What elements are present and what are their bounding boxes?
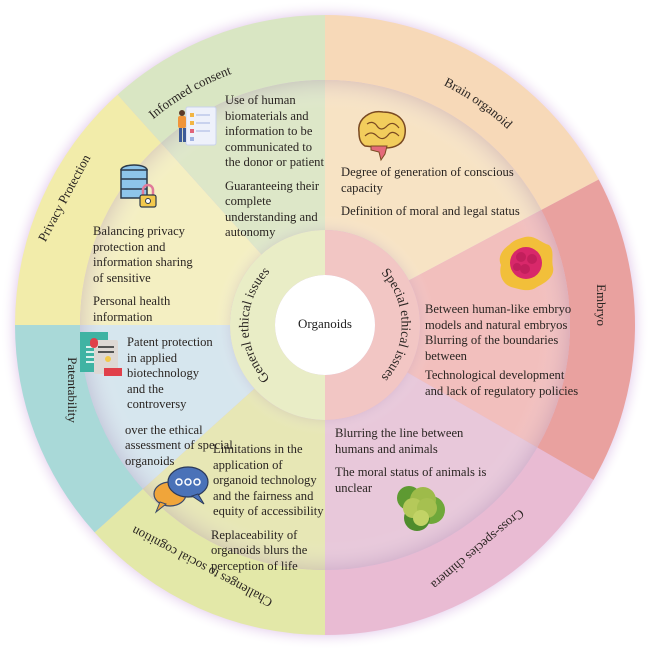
challenges-point-1: Limitations in the application of organo… xyxy=(213,442,324,518)
informed-consent-point-2: Guaranteeing their complete understandin… xyxy=(225,178,320,240)
label-patentability: Patentability xyxy=(65,357,80,423)
database-lock-icon xyxy=(120,164,157,208)
embryo-cell-icon xyxy=(499,236,554,291)
chat-bubbles-icon xyxy=(153,466,209,514)
brain-icon xyxy=(358,110,406,162)
cross-species-chimera-point-2: The moral status of animals is unclear xyxy=(335,465,487,495)
informed-consent-point-1: Use of human biomaterials and informatio… xyxy=(225,93,324,169)
patentability-text: Patent protection in applied biotechnolo… xyxy=(125,335,233,477)
challenges-point-2: Replaceability of organoids blurs the pe… xyxy=(211,527,308,573)
privacy-protection-text: Balancing privacy protection and informa… xyxy=(93,224,205,333)
segment-band-brain-organoid xyxy=(325,15,599,210)
privacy-protection-point-1: Balancing privacy protection and informa… xyxy=(93,224,193,285)
person-checklist-icon xyxy=(178,106,217,146)
embryo-point-1: Between human-like embryo models and nat… xyxy=(425,302,572,363)
challenges-text: Limitations in the application of organo… xyxy=(211,442,325,582)
inner-ring-special xyxy=(325,230,420,420)
segment-band-challenges-social-cognition xyxy=(94,488,325,635)
privacy-protection-point-2: Personal health information xyxy=(93,294,171,324)
segment-band-cross-species-chimera xyxy=(325,447,594,635)
cell-cluster-icon xyxy=(397,486,445,531)
inner-ring-general xyxy=(230,230,325,420)
cross-species-chimera-point-1: Blurring the line between humans and ani… xyxy=(335,426,464,456)
segment-band-embryo xyxy=(537,179,635,481)
segment-band-patentability xyxy=(15,325,143,533)
center-label: Organoids xyxy=(298,316,352,331)
patentability-point-1: Patent protection in applied biotechnolo… xyxy=(127,335,213,411)
embryo-text: Between human-like embryo models and nat… xyxy=(425,302,585,407)
segment-band-informed-consent xyxy=(117,15,325,143)
label-embryo: Embryo xyxy=(594,284,609,326)
cross-species-chimera-text: Blurring the line between humans and ani… xyxy=(335,426,500,504)
brain-organoid-point-1: Degree of generation of conscious capaci… xyxy=(341,165,514,195)
brain-organoid-point-2: Definition of moral and legal status xyxy=(341,204,520,218)
center-circle xyxy=(275,275,375,375)
brain-organoid-text: Degree of generation of conscious capaci… xyxy=(341,165,521,228)
embryo-point-2: Technological development and lack of re… xyxy=(425,368,579,398)
segment-band-privacy-protection xyxy=(15,94,162,325)
patent-certificate-icon xyxy=(80,332,122,376)
informed-consent-text: Use of human biomaterials and informatio… xyxy=(225,93,327,249)
patentability-point-2: over the ethical assessment of special o… xyxy=(125,422,233,468)
